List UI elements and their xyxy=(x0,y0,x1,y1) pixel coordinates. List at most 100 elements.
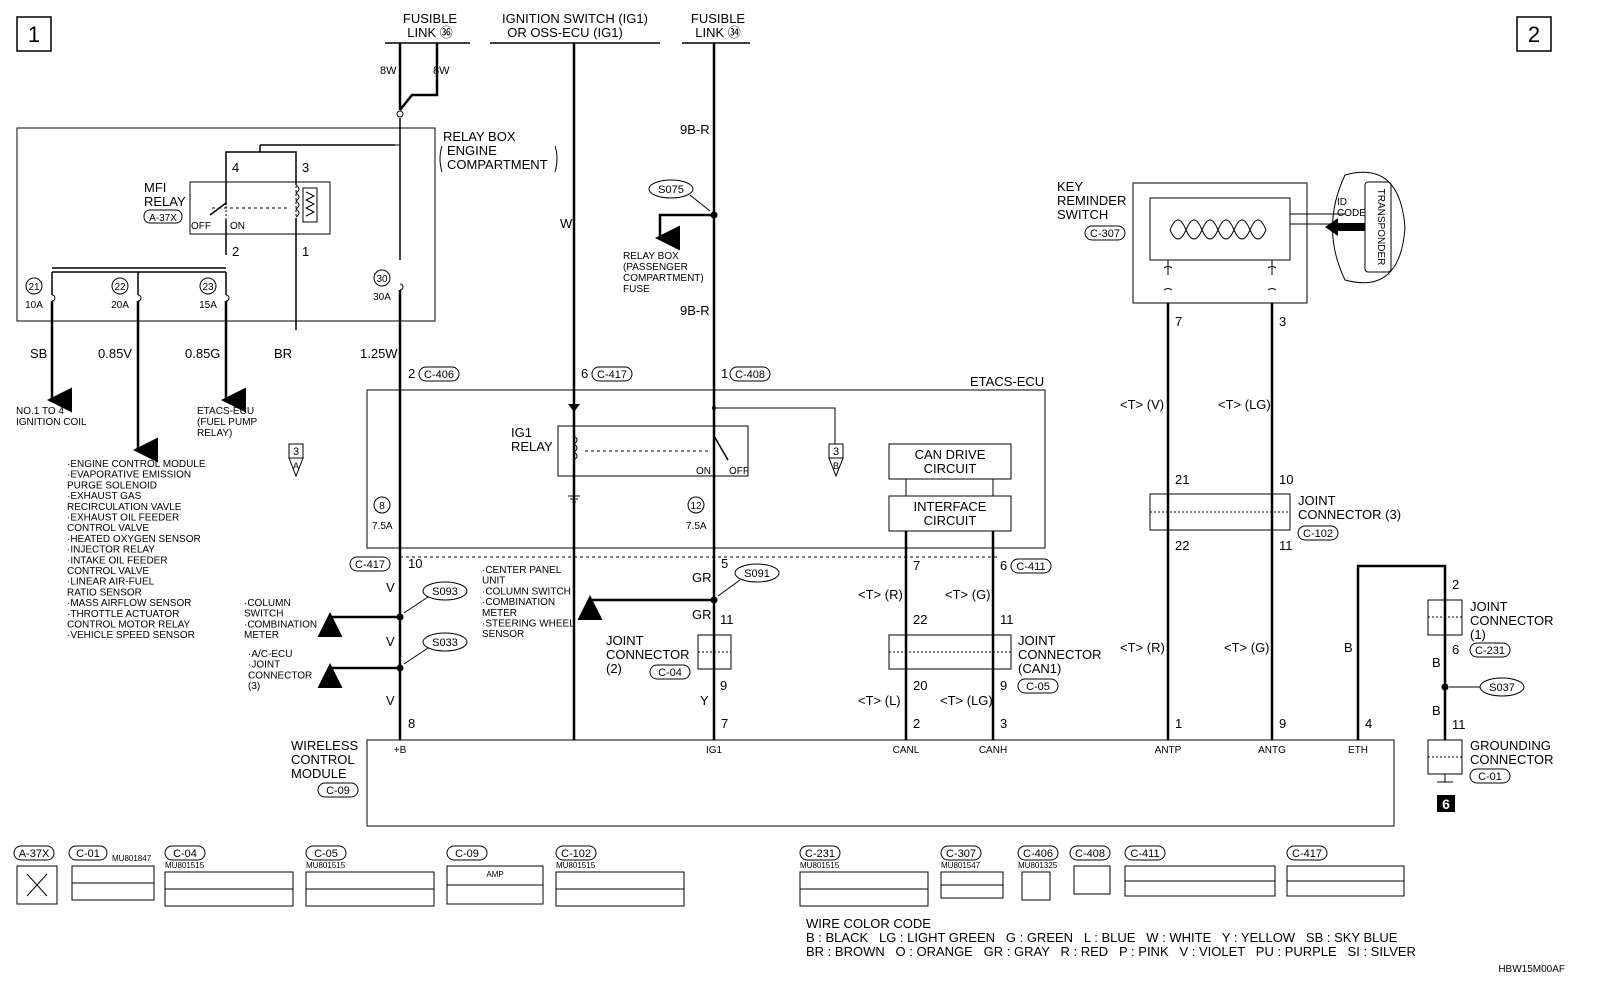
splice-s037: S037 xyxy=(1449,677,1525,697)
svg-text:C-05: C-05 xyxy=(1026,681,1050,693)
ecm_list-line: ·VEHICLE SPEED SENSOR xyxy=(67,630,195,641)
connector-a37x: A-37X xyxy=(13,845,58,905)
svg-text:LINK ㊱: LINK ㊱ xyxy=(407,25,453,40)
svg-text:2: 2 xyxy=(1452,577,1459,592)
svg-text:CONNECTOR: CONNECTOR xyxy=(1018,647,1102,662)
svg-text:C-307: C-307 xyxy=(946,848,976,860)
ecm_list-line: CONTROL VALVE xyxy=(67,523,149,534)
svg-text:WIRE COLOR CODE: WIRE COLOR CODE xyxy=(806,916,931,931)
svg-text:RELAY: RELAY xyxy=(144,194,186,209)
svg-text:Y: Y xyxy=(700,693,709,708)
svg-text:C-411: C-411 xyxy=(1130,848,1159,860)
svg-text:TRANSPONDER: TRANSPONDER xyxy=(1375,189,1386,266)
grounding-connector-c01: GROUNDING CONNECTOR C-01 6 xyxy=(1427,738,1554,812)
svg-text:JOINT: JOINT xyxy=(606,633,644,648)
svg-text:3: 3 xyxy=(293,446,299,458)
svg-text:22: 22 xyxy=(913,612,927,627)
ecm_list-line: CONTROL VALVE xyxy=(67,566,149,577)
connector-c01: C-01 MU801847 xyxy=(68,845,155,901)
svg-text:C-231: C-231 xyxy=(1475,645,1505,657)
svg-text:MU801515: MU801515 xyxy=(306,861,346,870)
svg-text:V: V xyxy=(386,580,395,595)
svg-text:C-408: C-408 xyxy=(1075,848,1105,860)
svg-text:<T> (G): <T> (G) xyxy=(1224,640,1270,655)
center_list-line: ·COLUMN SWITCH xyxy=(482,586,571,597)
svg-text:B : BLACK LG : LIGHT GREEN: B : BLACK LG : LIGHT GREEN G : GREEN L :… xyxy=(806,930,1398,945)
ac-list: ·A/C-ECU·JOINT CONNECTOR (3) xyxy=(248,649,312,692)
svg-text:INTERFACE: INTERFACE xyxy=(914,499,987,514)
etacs-ecu: ETACS-ECU IG1 RELAY ON OFF CAN DRIVE CIR… xyxy=(366,374,1046,549)
relay-box-engine: RELAY BOX ENGINE COMPARTMENT xyxy=(16,127,558,322)
svg-text:V: V xyxy=(386,693,395,708)
svg-text:CONNECTOR: CONNECTOR xyxy=(1470,752,1554,767)
ecm_list-line: ·INJECTOR RELAY xyxy=(67,545,155,556)
figure-code: HBW15M00AF xyxy=(1498,964,1565,975)
svg-text:CONNECTOR (3): CONNECTOR (3) xyxy=(1298,507,1401,522)
svg-text:20A: 20A xyxy=(111,300,129,311)
fuse-22: 22 20A xyxy=(111,272,158,463)
svg-text:ETH: ETH xyxy=(1348,745,1368,756)
svg-text:KEY: KEY xyxy=(1057,179,1083,194)
svg-text:CODE: CODE xyxy=(1337,208,1366,219)
svg-text:CIRCUIT: CIRCUIT xyxy=(924,513,977,528)
svg-text:8W: 8W xyxy=(380,65,397,77)
svg-text:3: 3 xyxy=(1279,314,1286,329)
svg-text:20: 20 xyxy=(913,678,927,693)
svg-text:1: 1 xyxy=(1175,716,1182,731)
svg-text:C-05: C-05 xyxy=(314,848,338,860)
svg-text:30: 30 xyxy=(376,274,388,285)
svg-text:30A: 30A xyxy=(373,292,391,303)
svg-text:A-37X: A-37X xyxy=(149,213,177,224)
svg-text:MU801515: MU801515 xyxy=(800,861,840,870)
svg-text:RELAY BOX: RELAY BOX xyxy=(623,251,679,262)
svg-text:4: 4 xyxy=(232,160,239,175)
svg-text:<T> (LG): <T> (LG) xyxy=(1218,397,1271,412)
splice-s075: S075 xyxy=(648,179,711,212)
svg-text:11: 11 xyxy=(1452,717,1466,732)
svg-text:C-231: C-231 xyxy=(805,848,835,860)
svg-text:1: 1 xyxy=(28,22,40,47)
center_list-line: METER xyxy=(482,608,517,619)
svg-text:11: 11 xyxy=(720,612,734,627)
svg-text:A-37X: A-37X xyxy=(19,848,50,860)
svg-text:7.5A: 7.5A xyxy=(372,521,393,532)
svg-text:OFF: OFF xyxy=(191,221,211,232)
passenger-fuse-dest: RELAY BOX (PASSENGER COMPARTMENT) FUSE xyxy=(623,251,704,295)
svg-text:OR OSS-ECU (IG1): OR OSS-ECU (IG1) xyxy=(507,25,623,40)
svg-text:C-09: C-09 xyxy=(455,848,479,860)
fusible-link-34: FUSIBLE LINK ㉞ xyxy=(682,11,750,44)
svg-text:NO.1 TO 4: NO.1 TO 4 xyxy=(16,406,64,417)
svg-text:(FUEL PUMP: (FUEL PUMP xyxy=(197,417,258,428)
svg-text:2: 2 xyxy=(1528,22,1540,47)
ac_list-line: ·JOINT xyxy=(248,660,280,671)
svg-text:MU801847: MU801847 xyxy=(112,854,152,863)
ignition-coil-dest: NO.1 TO 4 IGNITION COIL xyxy=(16,406,87,428)
svg-text:IGNITION COIL: IGNITION COIL xyxy=(16,417,87,428)
svg-text:CONNECTOR: CONNECTOR xyxy=(606,647,690,662)
ecm_list-line: PURGE SOLENOID xyxy=(67,480,157,491)
svg-text:FUSIBLE: FUSIBLE xyxy=(403,11,458,26)
ref-3b: 3 B xyxy=(828,443,844,478)
svg-text:ENGINE: ENGINE xyxy=(447,143,497,158)
svg-text:21: 21 xyxy=(28,282,40,293)
svg-text:WIRELESS: WIRELESS xyxy=(291,738,359,753)
svg-text:RELAY): RELAY) xyxy=(197,428,232,439)
svg-text:S091: S091 xyxy=(744,568,770,580)
svg-text:7: 7 xyxy=(913,558,920,573)
svg-text:C-417: C-417 xyxy=(355,559,385,571)
svg-text:FUSIBLE: FUSIBLE xyxy=(691,11,746,26)
svg-text:8: 8 xyxy=(379,501,385,512)
joint-connector-c04: JOINT CONNECTOR (2) C-04 xyxy=(606,633,732,680)
splice-s033: S033 xyxy=(403,632,468,665)
svg-text:COMPARTMENT): COMPARTMENT) xyxy=(623,273,704,284)
column_list-line: ·COLUMN xyxy=(244,598,291,609)
svg-text:9B-R: 9B-R xyxy=(680,303,710,318)
connector-c04: C-04 MU801515 xyxy=(164,845,294,907)
column_list-line: ·COMBINATION xyxy=(244,619,317,630)
svg-text:B: B xyxy=(1432,655,1441,670)
svg-text:ANTG: ANTG xyxy=(1258,745,1286,756)
ecm_list-line: ·MASS AIRFLOW SENSOR xyxy=(67,598,191,609)
svg-text:10: 10 xyxy=(1279,472,1293,487)
splice-s093: S093 xyxy=(403,581,468,614)
svg-text:7: 7 xyxy=(721,716,728,731)
